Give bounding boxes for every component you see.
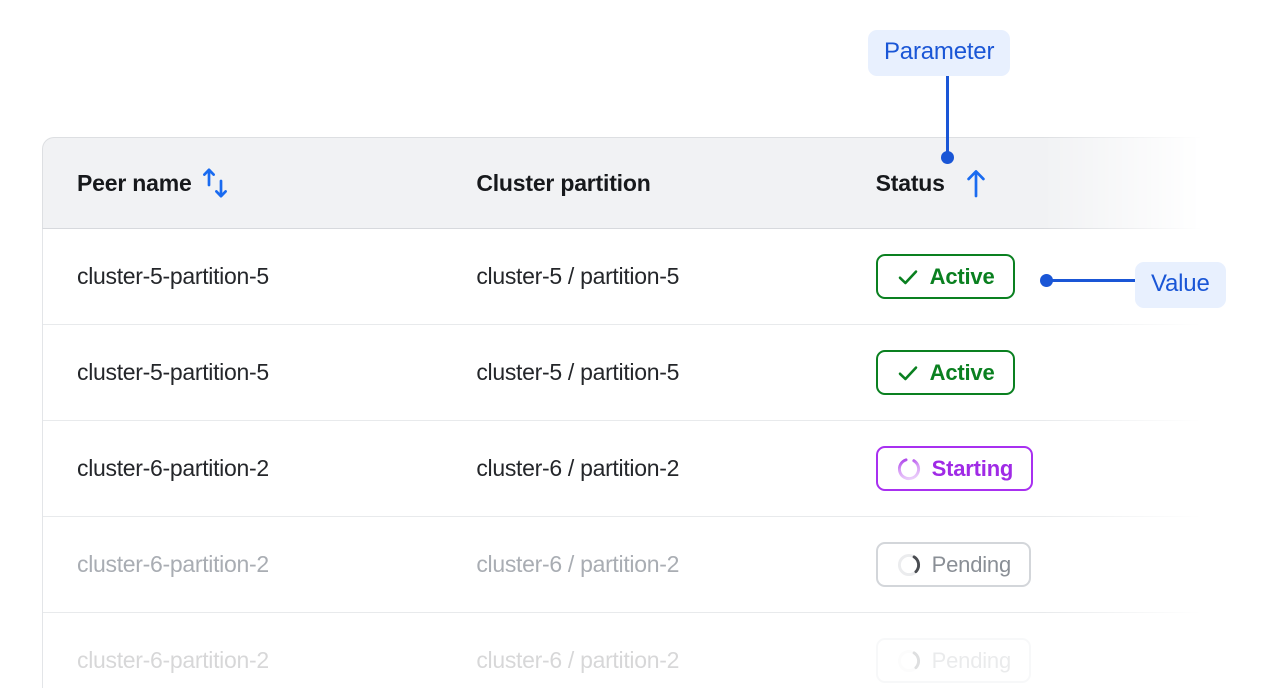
status-badge[interactable]: Active <box>875 254 1015 299</box>
column-header-peer-name-label: Peer name <box>77 169 192 196</box>
cell-status: Pending <box>842 638 1221 683</box>
spinner-icon <box>896 456 922 482</box>
cell-peer-name: cluster-5-partition-5 <box>43 263 442 290</box>
column-header-status-label: Status <box>875 169 945 196</box>
table-row[interactable]: cluster-6-partition-2 cluster-6 / partit… <box>43 613 1221 688</box>
column-header-peer-name[interactable]: Peer name <box>43 166 442 200</box>
callout-line-parameter <box>946 73 949 157</box>
cell-cluster-partition: cluster-5 / partition-5 <box>442 359 841 386</box>
status-badge[interactable]: Active <box>875 350 1015 395</box>
cell-cluster-partition: cluster-5 / partition-5 <box>442 263 841 290</box>
cell-peer-name: cluster-5-partition-5 <box>43 359 442 386</box>
cell-peer-name: cluster-6-partition-2 <box>43 551 442 578</box>
cell-status: Pending <box>842 542 1221 587</box>
peer-name-text: cluster-6-partition-2 <box>77 455 269 481</box>
callout-dot-value <box>1040 274 1053 287</box>
peer-name-text: cluster-5-partition-5 <box>77 359 269 385</box>
table-body: cluster-5-partition-5 cluster-5 / partit… <box>42 229 1222 688</box>
callout-dot-parameter <box>941 151 954 164</box>
status-badge[interactable]: Starting <box>875 446 1034 491</box>
status-badge[interactable]: Pending <box>875 542 1031 587</box>
callout-label-value: Value <box>1135 262 1226 308</box>
spinner-icon <box>896 648 922 674</box>
column-header-cluster-partition[interactable]: Cluster partition <box>442 170 841 197</box>
table-row[interactable]: cluster-5-partition-5 cluster-5 / partit… <box>43 229 1221 325</box>
sort-updown-icon[interactable] <box>202 166 232 200</box>
cell-peer-name: cluster-6-partition-2 <box>43 455 442 482</box>
column-header-cluster-partition-label: Cluster partition <box>476 169 651 196</box>
check-icon <box>896 361 920 385</box>
status-badge-label: Active <box>929 359 995 385</box>
cluster-partition-text: cluster-5 / partition-5 <box>476 359 680 385</box>
cluster-partition-text: cluster-6 / partition-2 <box>476 647 680 673</box>
status-badge-label: Active <box>929 263 995 289</box>
callout-line-value <box>1052 279 1136 282</box>
cluster-partition-text: cluster-6 / partition-2 <box>476 455 680 481</box>
status-badge[interactable]: Pending <box>875 638 1031 683</box>
cell-cluster-partition: cluster-6 / partition-2 <box>442 551 841 578</box>
cell-status: Starting <box>842 446 1221 491</box>
check-icon <box>896 265 920 289</box>
sort-up-icon[interactable] <box>963 167 989 199</box>
table-row[interactable]: cluster-5-partition-5 cluster-5 / partit… <box>43 325 1221 421</box>
cell-cluster-partition: cluster-6 / partition-2 <box>442 455 841 482</box>
peers-table: Peer name <box>42 137 1222 688</box>
cell-status: Active <box>842 350 1221 395</box>
table-row[interactable]: cluster-6-partition-2 cluster-6 / partit… <box>43 421 1221 517</box>
cluster-partition-text: cluster-5 / partition-5 <box>476 263 680 289</box>
peer-name-text: cluster-6-partition-2 <box>77 551 269 577</box>
cell-peer-name: cluster-6-partition-2 <box>43 647 442 674</box>
peer-name-text: cluster-6-partition-2 <box>77 647 269 673</box>
cell-cluster-partition: cluster-6 / partition-2 <box>442 647 841 674</box>
cluster-partition-text: cluster-6 / partition-2 <box>476 551 680 577</box>
column-header-status[interactable]: Status <box>842 167 1221 199</box>
status-badge-label: Pending <box>931 647 1012 673</box>
status-badge-label: Pending <box>931 551 1012 577</box>
spinner-icon <box>896 552 922 578</box>
table-header-row: Peer name <box>42 137 1222 229</box>
table-row[interactable]: cluster-6-partition-2 cluster-6 / partit… <box>43 517 1221 613</box>
peer-name-text: cluster-5-partition-5 <box>77 263 269 289</box>
callout-label-parameter: Parameter <box>868 30 1011 76</box>
status-badge-label: Starting <box>931 455 1014 481</box>
cell-status: Active <box>842 254 1221 299</box>
